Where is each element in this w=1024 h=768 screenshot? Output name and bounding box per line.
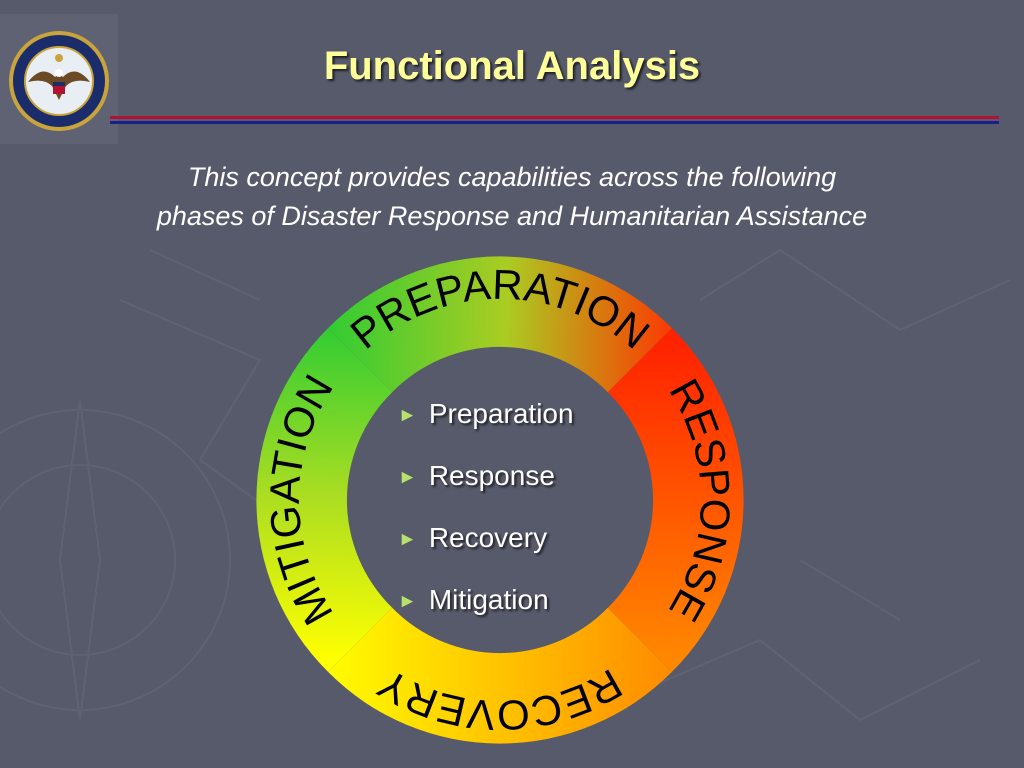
wheel-inner-hole xyxy=(349,349,651,651)
mitigation-segment xyxy=(256,328,393,672)
phase-list: ► Preparation ► Response ► Recovery ► Mitiga… xyxy=(398,392,574,640)
preparation-segment xyxy=(328,256,672,393)
triangle-bullet-icon: ► xyxy=(398,529,417,550)
phase-label: Response xyxy=(428,460,555,491)
title-rule-blue xyxy=(110,121,999,124)
phase-item-recovery: ► Recovery xyxy=(398,516,574,578)
triangle-bullet-icon: ► xyxy=(398,591,417,612)
slide-title: Functional Analysis xyxy=(323,44,701,88)
slide-subtitle: This concept provides capabilities acros… xyxy=(40,158,984,236)
phase-label: Recovery xyxy=(428,522,548,553)
phase-item-response: ► Response xyxy=(398,454,574,516)
seal-panel xyxy=(0,14,118,144)
department-of-defense-seal-icon xyxy=(9,31,109,131)
response-segment xyxy=(607,328,744,672)
phase-item-preparation: ► Preparation xyxy=(398,392,574,454)
recovery-segment xyxy=(328,607,672,744)
triangle-bullet-icon: ► xyxy=(398,405,417,426)
title-rule-red xyxy=(110,116,999,119)
phase-label: Preparation xyxy=(428,398,574,429)
triangle-bullet-icon: ► xyxy=(398,467,417,488)
phase-label: Mitigation xyxy=(428,584,549,615)
subtitle-line-2: phases of Disaster Response and Humanita… xyxy=(156,201,868,231)
phase-item-mitigation: ► Mitigation xyxy=(398,578,574,640)
subtitle-line-1: This concept provides capabilities acros… xyxy=(187,162,837,192)
